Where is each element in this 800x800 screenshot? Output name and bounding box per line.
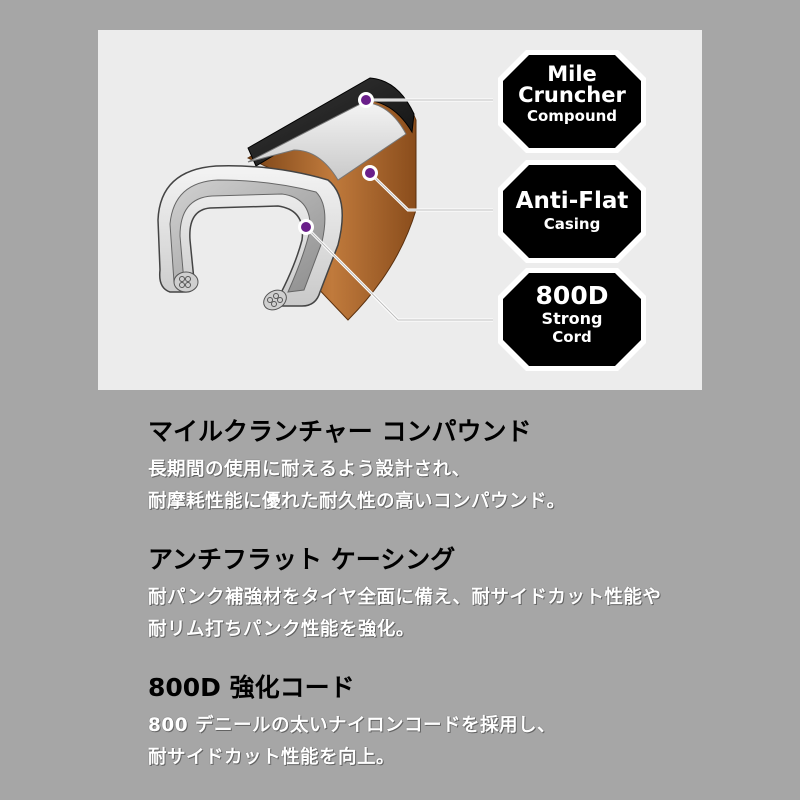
badge-line: Casing xyxy=(543,215,601,233)
badge-800d-shape xyxy=(498,268,646,371)
badge-line: Cord xyxy=(552,328,592,346)
badge-anti-flat: Anti-Flat Casing xyxy=(496,190,648,232)
section-text-cord-line-2: 耐サイドカット性能を向上。 xyxy=(148,747,396,768)
leader-lines-outline xyxy=(305,99,493,321)
marker-cord-icon xyxy=(298,219,314,235)
tire-cross-section-illustration xyxy=(157,50,646,371)
tire-diagram-panel: Mile Cruncher Compound Anti-Flat Casing … xyxy=(98,30,702,390)
bead-left xyxy=(173,271,199,293)
badge-mile-cruncher-shape xyxy=(498,50,646,153)
badge-anti-flat-shape xyxy=(498,160,646,263)
section-text-compound-line-1: 長期間の使用に耐えるよう設計され、 xyxy=(148,459,471,480)
badge-line: Compound xyxy=(526,107,618,125)
badge-line: Strong xyxy=(541,309,603,328)
section-heading-cord: 800D 強化コード xyxy=(148,673,355,702)
section-text-compound-line-2: 耐摩耗性能に優れた耐久性の高いコンパウンド。 xyxy=(148,491,566,512)
marker-casing-icon xyxy=(362,165,378,181)
badge-line: Cruncher xyxy=(518,83,626,107)
section-heading-compound: マイルクランチャー コンパウンド xyxy=(148,417,532,446)
bead-right xyxy=(263,289,287,311)
badge-line: Mile xyxy=(547,62,597,86)
section-text-casing-line-2: 耐リム打ちパンク性能を強化。 xyxy=(148,619,415,640)
badge-mile-cruncher: Mile Cruncher Compound xyxy=(496,64,648,124)
badge-line: 800D xyxy=(535,281,609,310)
tire-inner-lining xyxy=(169,179,326,293)
section-text-cord-line-1: 800 デニールの太いナイロンコードを採用し、 xyxy=(148,715,557,736)
marker-compound-icon xyxy=(358,92,374,108)
badge-line: Anti-Flat xyxy=(515,188,629,214)
badge-800d: 800D Strong Cord xyxy=(496,283,648,345)
section-heading-casing: アンチフラット ケーシング xyxy=(148,545,456,574)
section-text-casing-line-1: 耐パンク補強材をタイヤ全面に備え、耐サイドカット性能や xyxy=(148,587,662,608)
tire-casing-layer xyxy=(247,101,407,181)
